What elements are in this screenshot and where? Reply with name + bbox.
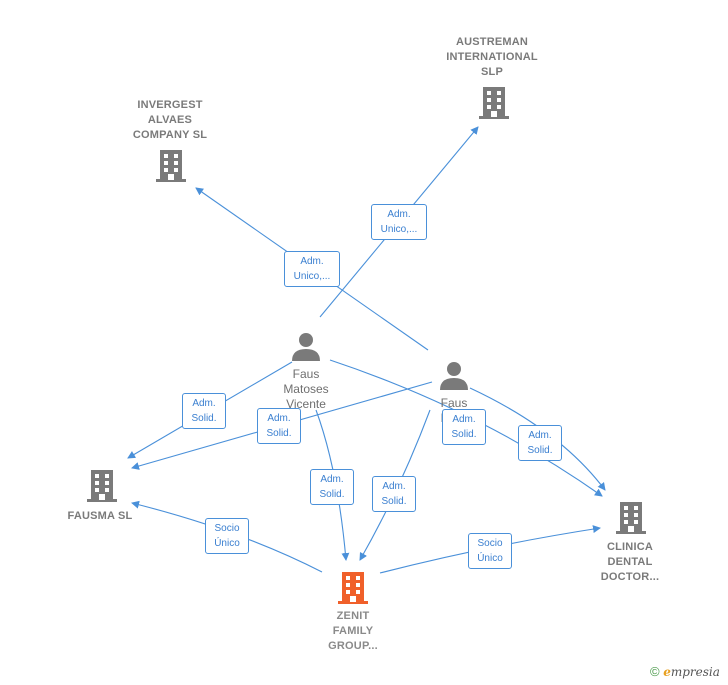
fausma-label: FAUSMA SL [67, 510, 133, 522]
austreman-label: AUSTREMAN INTERNATIONAL SLP [446, 36, 538, 78]
edge-label-socio-unico[interactable]: Socio Único [205, 518, 249, 554]
clinica-label: CLINICA DENTAL DOCTOR... [600, 541, 660, 583]
main-building-icon[interactable] [337, 571, 369, 605]
building-icon[interactable] [478, 86, 510, 120]
edge-label-adm-unico[interactable]: Adm. Unico,... [371, 204, 427, 240]
person-icon[interactable] [291, 331, 321, 361]
invergest-label: INVERGEST ALVAES COMPANY SL [132, 99, 208, 141]
zenit-label: ZENIT FAMILY GROUP... [328, 610, 378, 652]
building-icon[interactable] [155, 149, 187, 183]
building-icon[interactable] [615, 501, 647, 535]
edge-label-adm-solid[interactable]: Adm. Solid. [518, 425, 562, 461]
copyright-icon: © [650, 664, 660, 679]
edge-label-adm-solid[interactable]: Adm. Solid. [182, 393, 226, 429]
vicente-label: Faus Matoses Vicente [283, 367, 329, 411]
brand-logo: empresia [663, 665, 720, 679]
edge-label-adm-solid[interactable]: Adm. Solid. [442, 409, 486, 445]
person-icon[interactable] [439, 360, 469, 390]
edge-label-socio-unico[interactable]: Socio Único [468, 533, 512, 569]
edge-label-adm-unico[interactable]: Adm. Unico,... [284, 251, 340, 287]
footer-brand: © empresia [650, 664, 720, 679]
edge-label-adm-solid[interactable]: Adm. Solid. [372, 476, 416, 512]
edge-label-adm-solid[interactable]: Adm. Solid. [257, 408, 301, 444]
building-icon[interactable] [86, 469, 118, 503]
edge-label-adm-solid[interactable]: Adm. Solid. [310, 469, 354, 505]
